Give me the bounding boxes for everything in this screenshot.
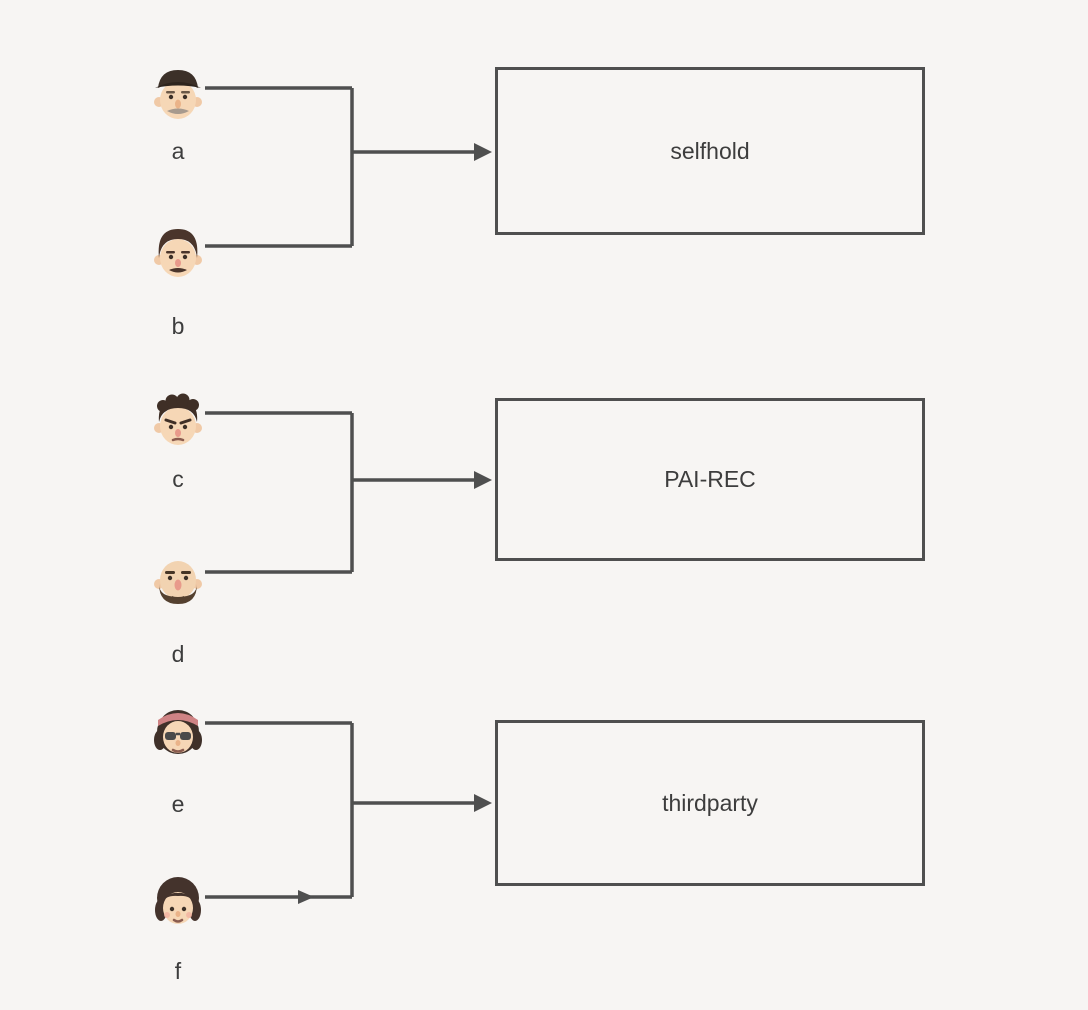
member-label-d: d [171,641,185,667]
arrowhead-3 [474,794,492,812]
arrowhead-f-mid [298,890,314,904]
man-with-dark-hair-and-mustache-icon [146,220,210,284]
member-label-a: a [171,138,185,164]
bald-man-with-beard-icon [146,546,210,610]
member-label-c: c [172,466,184,492]
arrowhead-2 [474,471,492,489]
man-with-curly-hair-icon [146,388,210,452]
box-label-selfhold: selfhold [670,137,750,164]
woman-with-headband-and-sunglasses-icon [146,698,210,762]
woman-with-bob-hair-icon [146,868,210,932]
arrowhead-1 [474,143,492,161]
target-box-selfhold: selfhold [495,67,925,235]
man-with-flat-cap-and-mustache-icon [146,63,210,127]
target-box-thirdparty: thirdparty [495,720,925,886]
member-label-e: e [171,791,185,817]
member-label-f: f [174,958,182,984]
box-label-pai-rec: PAI-REC [664,466,756,492]
member-label-b: b [171,313,185,339]
box-label-thirdparty: thirdparty [662,789,758,816]
target-box-pai-rec: PAI-REC [495,398,925,561]
